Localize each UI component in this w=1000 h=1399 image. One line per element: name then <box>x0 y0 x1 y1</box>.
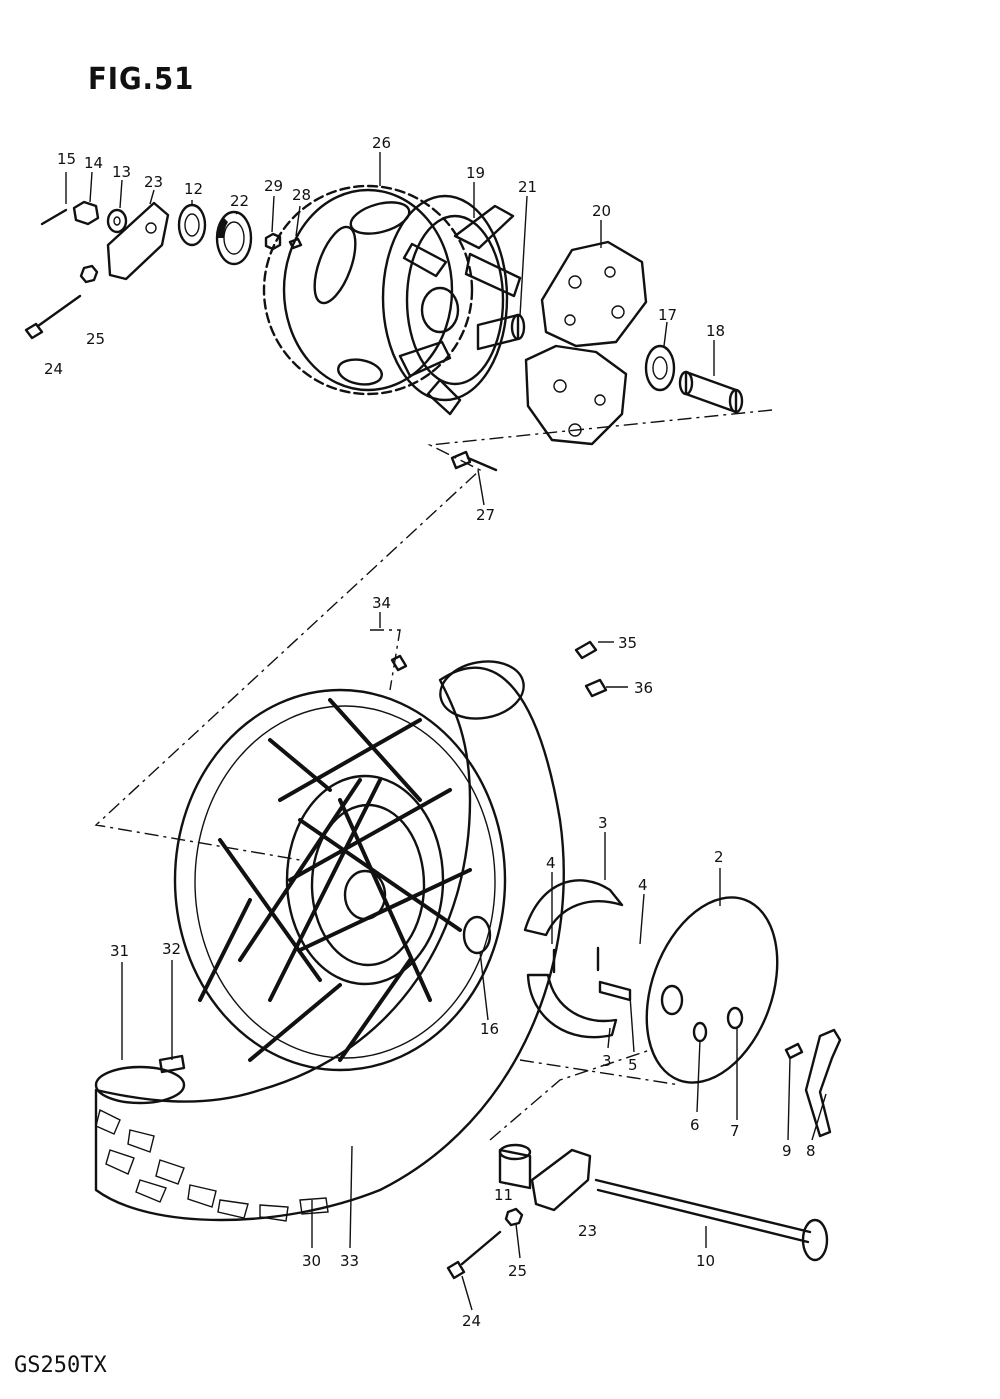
callout-labels: 15 14 13 23 12 22 29 28 26 19 21 20 17 1… <box>44 134 816 1330</box>
spacer-12-shape <box>177 203 207 247</box>
callout-33: 33 <box>340 1252 359 1270</box>
nut-14-shape <box>72 200 100 226</box>
damper-20-upper-shape <box>540 240 648 348</box>
nut-25-shape <box>79 264 99 284</box>
washer-13-shape <box>106 208 128 234</box>
brake-cam-5-shape <box>598 980 632 1002</box>
spacer-11-shape <box>498 1148 532 1190</box>
callout-5: 5 <box>628 1056 638 1074</box>
callout-4-left: 4 <box>546 854 556 872</box>
callout-24: 24 <box>44 360 63 378</box>
callout-11: 11 <box>494 1186 513 1204</box>
spacer-18-shape <box>684 370 738 414</box>
axle-10-shape <box>594 1178 812 1244</box>
callout-15: 15 <box>57 150 76 168</box>
wheel-hub-shape <box>285 774 445 986</box>
sprocket-assembly-drawing <box>24 184 773 861</box>
part-16-shape <box>462 915 492 955</box>
callout-31: 31 <box>110 942 129 960</box>
callout-7: 7 <box>730 1122 740 1140</box>
callout-3-top: 3 <box>598 814 608 832</box>
callout-16: 16 <box>480 1020 499 1038</box>
callout-17: 17 <box>658 306 677 324</box>
callout-23: 23 <box>144 173 163 191</box>
valve-35-shape <box>574 640 598 660</box>
rim-33-shape <box>173 688 507 1072</box>
callout-19: 19 <box>466 164 485 182</box>
leader-lines <box>65 152 827 1311</box>
callout-25: 25 <box>86 330 105 348</box>
callout-4-right: 4 <box>638 876 648 894</box>
bearing-22-shape <box>215 210 253 266</box>
callout-25-lower: 25 <box>508 1262 527 1280</box>
chain-adjuster-23-lower-shape <box>530 1148 592 1212</box>
callout-6: 6 <box>690 1116 700 1134</box>
brake-lever-8-shape <box>804 1028 842 1138</box>
bolt-24-lower-shape <box>446 1230 502 1280</box>
brake-shoe-3-upper-shape <box>523 879 624 937</box>
tyre-30-shape <box>94 666 565 1222</box>
bolt-15-shape <box>40 208 68 226</box>
figure-title: FIG.51 <box>88 62 195 97</box>
callout-27: 27 <box>476 506 495 524</box>
nut-25-lower-shape <box>504 1207 524 1227</box>
callout-3-bottom: 3 <box>602 1052 612 1070</box>
washer-6-shape <box>692 1021 708 1043</box>
callout-28: 28 <box>292 186 311 204</box>
callout-8: 8 <box>806 1142 816 1160</box>
brake-spring-4-shape <box>552 946 600 974</box>
model-code: GS250TX <box>14 1353 107 1378</box>
callout-14: 14 <box>84 154 103 172</box>
seal-7-shape <box>726 1006 744 1030</box>
callout-23-lower: 23 <box>578 1222 597 1240</box>
callout-26: 26 <box>372 134 391 152</box>
valve-cap-36-shape <box>584 678 608 698</box>
nut-29-shape <box>264 232 282 251</box>
brake-shoe-3-lower-shape <box>526 973 618 1039</box>
assembly-centerline-lower <box>370 629 681 1141</box>
chain-adjuster-23-shape <box>106 201 170 281</box>
callout-29: 29 <box>264 177 283 195</box>
callout-12: 12 <box>184 180 203 198</box>
sprocket-26-shape <box>262 184 474 396</box>
hub-19-shape <box>381 194 509 402</box>
wheel-assembly-drawing <box>94 629 842 1280</box>
part-32-shape <box>158 1054 186 1074</box>
callout-35: 35 <box>618 634 637 652</box>
spoke-nipple-34-shape <box>390 654 408 672</box>
callout-21: 21 <box>518 178 537 196</box>
bolt-27-shape <box>450 450 498 472</box>
callout-13: 13 <box>112 163 131 181</box>
callout-2: 2 <box>714 848 724 866</box>
callout-10: 10 <box>696 1252 715 1270</box>
bearing-17-shape <box>644 344 676 392</box>
callout-18: 18 <box>706 322 725 340</box>
callout-20: 20 <box>592 202 611 220</box>
callout-30: 30 <box>302 1252 321 1270</box>
assembly-centerline <box>94 409 773 861</box>
bolt-9-shape <box>784 1042 804 1060</box>
callout-9: 9 <box>782 1142 792 1160</box>
bolt-24-shape <box>24 294 82 340</box>
callout-24-lower: 24 <box>462 1312 481 1330</box>
callout-22: 22 <box>230 192 249 210</box>
callout-36: 36 <box>634 679 653 697</box>
callout-32: 32 <box>162 940 181 958</box>
callout-34: 34 <box>372 594 391 612</box>
damper-20-lower-shape <box>524 344 628 446</box>
brake-panel-2-shape <box>645 896 779 1084</box>
